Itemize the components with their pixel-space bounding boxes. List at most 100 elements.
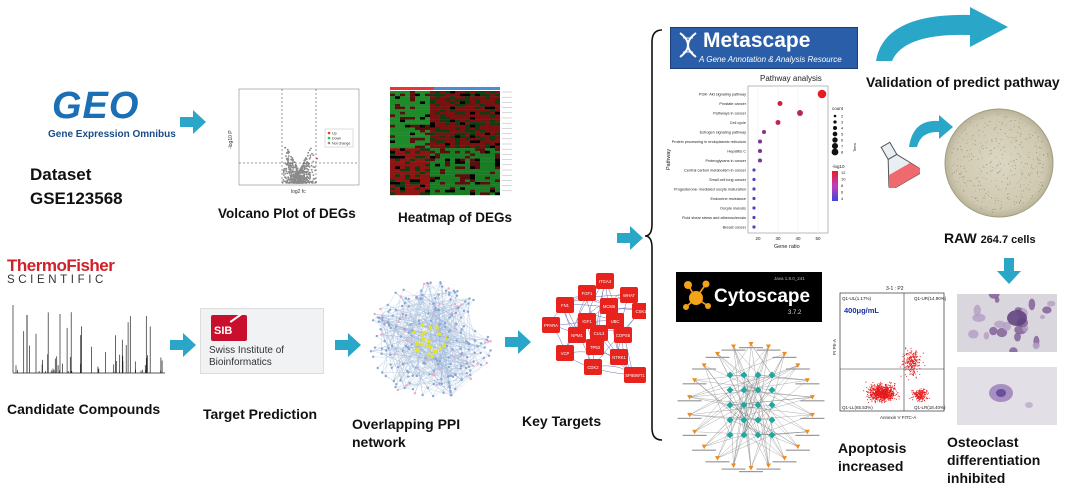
pathway-legend-count-dot bbox=[833, 114, 837, 118]
flow-event bbox=[895, 393, 897, 395]
heatmap-cell bbox=[450, 101, 455, 105]
flow-event bbox=[886, 393, 888, 395]
ppi-edge bbox=[405, 327, 431, 346]
volcano-point bbox=[290, 170, 293, 173]
target-node bbox=[768, 401, 776, 409]
key-target-node bbox=[620, 287, 638, 303]
network-edge bbox=[694, 374, 745, 381]
pathway-point bbox=[757, 158, 763, 163]
heatmap-cell bbox=[485, 153, 490, 157]
ppi-edge bbox=[388, 347, 426, 359]
heatmap-cell bbox=[430, 163, 435, 167]
network-edge bbox=[729, 397, 813, 421]
heatmap-cell bbox=[450, 114, 455, 118]
volcano-point bbox=[288, 168, 291, 171]
heatmap-cell bbox=[395, 192, 400, 196]
cell-speck bbox=[982, 165, 984, 167]
target-node bbox=[754, 401, 762, 409]
flow-event bbox=[866, 387, 868, 389]
ppi-node bbox=[399, 335, 402, 338]
cell-speck bbox=[961, 176, 963, 178]
ppi-node bbox=[407, 331, 411, 334]
flow-event bbox=[888, 388, 890, 391]
volcano-point bbox=[304, 167, 307, 170]
heatmap-cell bbox=[420, 106, 425, 110]
heatmap-cell bbox=[460, 174, 465, 177]
heatmap-cell bbox=[470, 171, 475, 175]
flow-event bbox=[905, 368, 907, 370]
network-edge bbox=[743, 353, 785, 436]
heatmap-cell bbox=[495, 169, 500, 172]
cell-speck bbox=[1039, 146, 1041, 148]
heatmap-cell bbox=[465, 182, 470, 185]
cell-speck bbox=[1043, 167, 1045, 169]
ppi-node bbox=[459, 364, 463, 368]
cytoscape-icon bbox=[683, 280, 711, 310]
heatmap-cell bbox=[420, 93, 425, 97]
cell-speck bbox=[984, 122, 986, 124]
cell-speck bbox=[1038, 159, 1040, 161]
cell-speck bbox=[1047, 155, 1049, 158]
heatmap-cell bbox=[405, 137, 410, 141]
cell-speck bbox=[987, 194, 989, 197]
heatmap-cell bbox=[405, 163, 410, 167]
heatmap-cell bbox=[440, 140, 445, 144]
cell-speck bbox=[1035, 145, 1037, 147]
heatmap-cell bbox=[425, 109, 430, 112]
heatmap-cell bbox=[460, 161, 465, 164]
heatmap-cell bbox=[450, 176, 455, 180]
heatmap-cell bbox=[415, 96, 420, 99]
heatmap-cell bbox=[395, 158, 400, 162]
heatmap-cell bbox=[475, 101, 480, 105]
flow-event bbox=[914, 364, 916, 367]
heatmap-cell bbox=[410, 122, 415, 125]
heatmap-cell bbox=[410, 158, 415, 162]
heatmap-cell bbox=[470, 182, 475, 185]
heatmap-cell bbox=[465, 143, 470, 146]
ppi-edge bbox=[392, 315, 476, 341]
cell-speck bbox=[1037, 172, 1039, 174]
cell-speck bbox=[986, 140, 988, 143]
heatmap-cell bbox=[465, 156, 470, 159]
cell-speck bbox=[1019, 186, 1021, 188]
network-edge bbox=[757, 389, 785, 459]
volcano-point bbox=[294, 164, 297, 167]
flow-event bbox=[913, 364, 915, 366]
heatmap-cell bbox=[435, 124, 440, 128]
cell-speck bbox=[985, 142, 987, 144]
ppi-node bbox=[399, 379, 402, 382]
heatmap-cell bbox=[445, 132, 450, 136]
flow-event bbox=[914, 396, 917, 398]
volcano-point bbox=[297, 182, 300, 184]
cell-speck bbox=[961, 137, 963, 139]
cell-speck bbox=[1030, 167, 1032, 169]
ppi-edge bbox=[405, 345, 482, 365]
volcano-point bbox=[288, 155, 290, 157]
heatmap-cell bbox=[405, 145, 410, 149]
ppi-node bbox=[402, 288, 405, 291]
heatmap-cell bbox=[440, 176, 445, 180]
flow-event bbox=[879, 401, 881, 403]
pathway-category-label: Protein processing in endoplasmic reticu… bbox=[672, 140, 746, 144]
heatmap-cell bbox=[495, 163, 500, 167]
cell-speck bbox=[955, 154, 957, 156]
volcano-point bbox=[283, 170, 285, 173]
volcano-point bbox=[309, 180, 311, 183]
heatmap-cell bbox=[410, 96, 415, 99]
ppi-node bbox=[472, 298, 475, 302]
ppi-node bbox=[453, 302, 456, 306]
flow-event bbox=[871, 394, 873, 396]
flow-event bbox=[870, 395, 872, 397]
volcano-point bbox=[283, 174, 285, 176]
heatmap-cell bbox=[400, 135, 405, 138]
cell-speck bbox=[967, 153, 969, 155]
cytoscape-logo: Cytoscape Java 1.8.0_241 3.7.2 bbox=[676, 272, 822, 322]
flow-event bbox=[916, 390, 918, 392]
flow-event bbox=[914, 359, 916, 362]
heatmap-cell bbox=[445, 114, 450, 118]
heatmap-cell bbox=[475, 98, 480, 102]
ppi-node bbox=[403, 386, 406, 390]
heatmap-cell bbox=[475, 161, 480, 164]
heatmap-cell bbox=[425, 96, 430, 99]
ppi-edge bbox=[397, 342, 486, 391]
